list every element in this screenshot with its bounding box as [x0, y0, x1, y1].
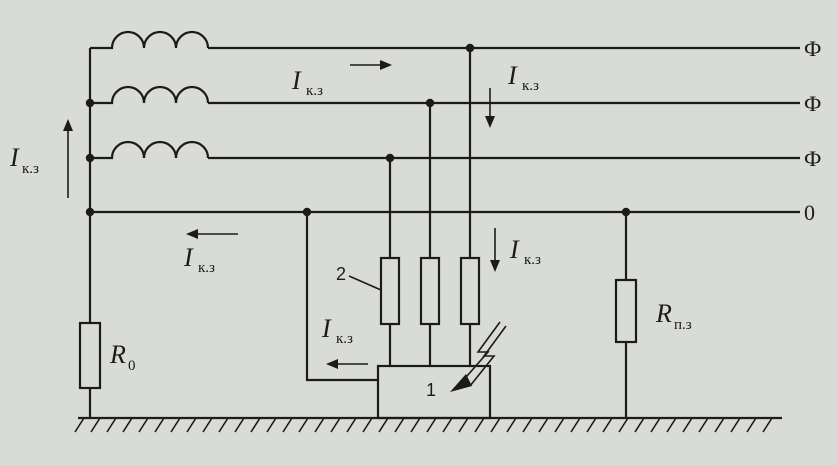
ground-hatch-line	[74, 417, 85, 433]
ground-hatch-line	[234, 417, 245, 433]
current-subscript: к.з	[524, 252, 541, 268]
ground-hatch-line	[714, 417, 725, 433]
rpz-label: R п.з	[655, 299, 692, 333]
ground-hatch-line	[698, 417, 709, 433]
ground-hatch-line	[442, 417, 453, 433]
ground-hatch-line	[330, 417, 341, 433]
ground-hatch-line	[650, 417, 661, 433]
current-subscript: к.з	[198, 260, 215, 276]
ground-hatch-line	[170, 417, 181, 433]
current-symbol: I	[9, 143, 20, 172]
ground-hatch-line	[570, 417, 581, 433]
neutral-label: 0	[804, 200, 815, 225]
ground-hatch-line	[618, 417, 629, 433]
ground-hatch-line	[474, 417, 485, 433]
ground-hatch-line	[250, 417, 261, 433]
ground-hatch-line	[506, 417, 517, 433]
current-label-top: I к.з	[291, 66, 323, 99]
ground-hatch-line	[378, 417, 389, 433]
current-subscript: к.з	[336, 331, 353, 347]
current-symbol: I	[291, 66, 302, 95]
ground-hatch-line	[666, 417, 677, 433]
ground-hatch-line	[186, 417, 197, 433]
ground-hatch-line	[682, 417, 693, 433]
winding-phase-3	[90, 140, 210, 160]
ground-hatch-line	[266, 417, 277, 433]
ground-hatch-line	[522, 417, 533, 433]
current-label-neutral: I к.з	[183, 243, 215, 276]
junction-dot	[85, 153, 95, 163]
phase-label-2: Ф	[804, 91, 821, 116]
ground-hatch-line	[394, 417, 405, 433]
current-symbol: I	[183, 243, 194, 272]
current-arrows	[63, 60, 500, 369]
current-subscript: к.з	[522, 78, 539, 94]
ground-hatch-line	[554, 417, 565, 433]
ground-hatch-line	[426, 417, 437, 433]
fault-arrow	[450, 321, 507, 392]
current-label-lower-right: I к.з	[509, 235, 541, 268]
phase-label-1: Ф	[804, 36, 821, 61]
r0-symbol: R	[109, 340, 126, 369]
current-label-bottom: I к.з	[321, 314, 353, 347]
current-symbol: I	[509, 235, 520, 264]
r0-label: R 0	[109, 340, 136, 374]
ground-hatch-line	[410, 417, 421, 433]
ground-hatch-line	[538, 417, 549, 433]
current-label-upper-right: I к.з	[507, 61, 539, 94]
rpz-symbol: R	[655, 299, 672, 328]
ground-hatch-line	[346, 417, 357, 433]
ground-hatch-line	[202, 417, 213, 433]
ground-hatch-line	[634, 417, 645, 433]
ground-hatch-line	[314, 417, 325, 433]
ground-hatch-line	[490, 417, 501, 433]
resistor-r0	[78, 321, 102, 390]
ground-hatch-line	[586, 417, 597, 433]
fuse-label-leader	[348, 275, 382, 291]
ground-hatch-line	[746, 417, 757, 433]
fuse-label: 2	[336, 264, 346, 284]
junction-dot	[85, 98, 95, 108]
ground-hatch-line	[90, 417, 101, 433]
ground-symbol	[74, 416, 782, 433]
junction-dot	[85, 207, 95, 217]
current-label-left: I к.з	[9, 143, 39, 177]
equipment-label: 1	[426, 380, 436, 400]
ground-hatch-line	[730, 417, 741, 433]
ground-hatch-line	[122, 417, 133, 433]
ground-hatch-line	[218, 417, 229, 433]
transformer-windings	[90, 30, 210, 160]
ground-hatch-line	[362, 417, 373, 433]
current-subscript: к.з	[306, 83, 323, 99]
ground-hatch-line	[762, 417, 773, 433]
winding-phase-2	[90, 85, 210, 105]
fuse-branches	[379, 48, 481, 366]
ground-hatch-line	[298, 417, 309, 433]
rpz-subscript: п.з	[674, 317, 692, 333]
current-symbol: I	[321, 314, 332, 343]
current-subscript: к.з	[22, 161, 39, 177]
ground-hatch-line	[138, 417, 149, 433]
protective-neutral-conductor	[305, 212, 378, 382]
winding-phase-1	[90, 30, 210, 50]
ground-hatch-line	[154, 417, 165, 433]
ground-hatch-line	[602, 417, 613, 433]
ground-hatch-line	[282, 417, 293, 433]
phase-label-3: Ф	[804, 146, 821, 171]
ground-hatch-line	[458, 417, 469, 433]
r0-subscript: 0	[128, 358, 136, 374]
current-symbol: I	[507, 61, 518, 90]
ground-hatch-line	[106, 417, 117, 433]
